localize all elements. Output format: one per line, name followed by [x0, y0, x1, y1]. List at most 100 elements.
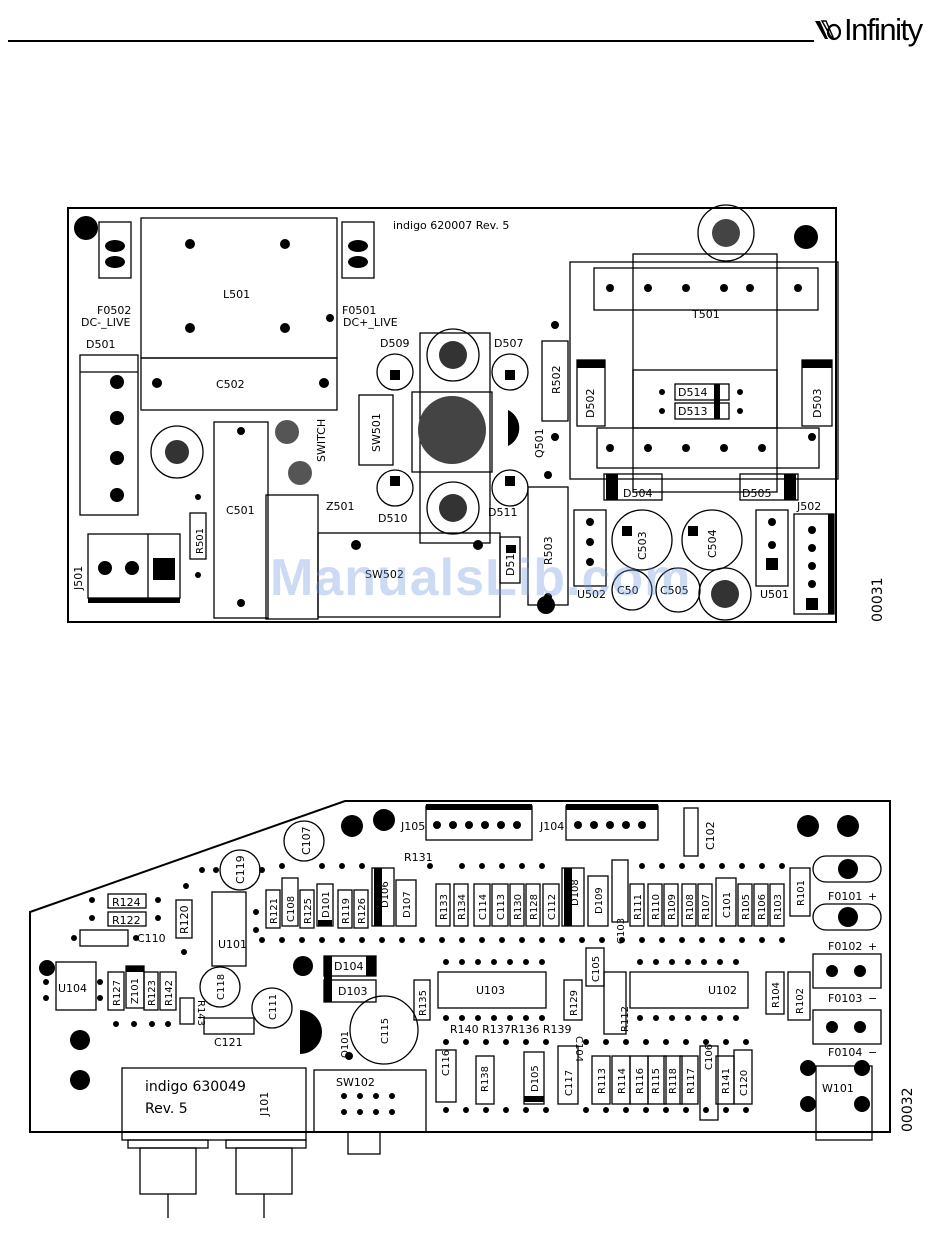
- r143-label: R143: [195, 1000, 206, 1026]
- j104-label: J104: [539, 820, 564, 833]
- r115-label: R115: [651, 1068, 662, 1094]
- u502-regulator: [573, 509, 607, 587]
- r134-label: R134: [457, 894, 468, 920]
- board1-title: indigo 620007 Rev. 5: [393, 219, 509, 232]
- d105-label: D105: [530, 1065, 541, 1092]
- f0102-plus-label: +: [868, 940, 877, 953]
- c111-label: C111: [268, 994, 279, 1020]
- c104-label: C104: [573, 1036, 584, 1062]
- dc-plus-label: DC+_LIVE: [343, 316, 398, 329]
- d512-diode: [499, 536, 521, 584]
- r116-label: R116: [635, 1068, 646, 1094]
- d101-label: D101: [321, 891, 332, 918]
- c116-label: C116: [441, 1050, 452, 1076]
- sw501-label: SW501: [370, 413, 383, 452]
- c117-label: C117: [564, 1070, 575, 1096]
- w101-label: W101: [822, 1082, 854, 1095]
- r110-label: R110: [651, 894, 662, 920]
- board1-outline: [67, 207, 837, 623]
- r108-label: R108: [685, 894, 696, 920]
- r128-label: R128: [529, 894, 540, 920]
- u104-label: U104: [58, 982, 87, 995]
- dc-minus-label: DC-_LIVE: [81, 316, 131, 329]
- r107-label: R107: [701, 894, 712, 920]
- r123-label: R123: [147, 980, 158, 1006]
- d501-label: D501: [86, 338, 115, 351]
- r105-label: R105: [741, 894, 752, 920]
- f0104-label: F0104: [828, 1046, 862, 1059]
- r142-label: R142: [164, 980, 175, 1006]
- c503-label: C503: [636, 531, 649, 560]
- r117-label: R117: [686, 1068, 697, 1094]
- page-header: Infinity: [0, 0, 950, 60]
- r129-label: R129: [569, 990, 580, 1016]
- c502-label: C502: [216, 378, 245, 391]
- d514-label: D514: [678, 386, 707, 399]
- d513-label: D513: [678, 405, 707, 418]
- r103-label: R103: [773, 894, 784, 920]
- r124-label: R124: [112, 896, 141, 909]
- d104-label: D104: [334, 960, 363, 973]
- c119-label: C119: [234, 855, 247, 884]
- u502-label: U502: [577, 588, 606, 601]
- f0103-terminal: [812, 953, 882, 989]
- f0502-fuse-holder: [98, 221, 132, 279]
- r104-label: R104: [771, 982, 782, 1008]
- pad-row-ic: [443, 959, 739, 1021]
- t501-transformer: [569, 261, 839, 480]
- r131-label: R131: [404, 851, 433, 864]
- c106-label: C106: [704, 1044, 715, 1070]
- r135-label: R135: [418, 990, 429, 1016]
- c505-capacitor: [655, 567, 701, 613]
- f0101-fuse-clip: [812, 855, 882, 883]
- header-rule: [8, 40, 814, 42]
- j101-label: J101: [258, 1092, 271, 1117]
- c501-label: C501: [226, 504, 255, 517]
- f0501-label: F0501: [342, 304, 376, 317]
- c118-label: C118: [216, 974, 227, 1000]
- j501-label: J501: [72, 566, 85, 591]
- d513-diode: [674, 402, 730, 420]
- r-row-label: R140 R137R136 R139: [450, 1023, 572, 1036]
- u101-label: U101: [218, 938, 247, 951]
- c112-label: C112: [547, 894, 558, 920]
- d108-label: D108: [570, 879, 581, 906]
- r119-label: R119: [341, 898, 352, 924]
- d505-label: D505: [742, 487, 771, 500]
- z501-label: Z501: [326, 500, 355, 513]
- r120-label: R120: [178, 905, 191, 934]
- d504-diode: [603, 473, 663, 501]
- r126-label: R126: [357, 898, 368, 924]
- board2-drawing-number: 00032: [900, 1087, 916, 1132]
- l501-label: L501: [223, 288, 250, 301]
- f0101-label: F0101: [828, 890, 862, 903]
- d503-label: D503: [811, 389, 824, 418]
- c506-label: C50: [617, 584, 639, 597]
- u103-ic: [437, 971, 547, 1009]
- f0103-minus-label: −: [868, 992, 877, 1005]
- r111-label: R111: [633, 894, 644, 920]
- sw102-label: SW102: [336, 1076, 375, 1089]
- j101-jack: [121, 1067, 307, 1141]
- r118-label: R118: [668, 1068, 679, 1094]
- f0103-label: F0103: [828, 992, 862, 1005]
- r138-label: R138: [480, 1066, 491, 1092]
- q501-label: Q501: [533, 428, 546, 458]
- r130-label: R130: [513, 894, 524, 920]
- board2-outline: [29, 800, 891, 1133]
- q101-label: Q101: [340, 1031, 351, 1058]
- d504-label: D504: [623, 487, 652, 500]
- u103-label: U103: [476, 984, 505, 997]
- c115-label: C115: [380, 1018, 391, 1044]
- w101-jumper: [815, 1065, 873, 1141]
- j502-label: J502: [796, 500, 821, 513]
- pad-row-left: [43, 883, 259, 1027]
- sw501-switch: [358, 394, 394, 466]
- d103-label: D103: [338, 985, 367, 998]
- u104-regulator: [55, 961, 97, 1011]
- brand-logo: Infinity: [812, 8, 942, 52]
- f0502-label: F0502: [97, 304, 131, 317]
- j105-label: J105: [400, 820, 425, 833]
- r141-label: R141: [721, 1068, 732, 1094]
